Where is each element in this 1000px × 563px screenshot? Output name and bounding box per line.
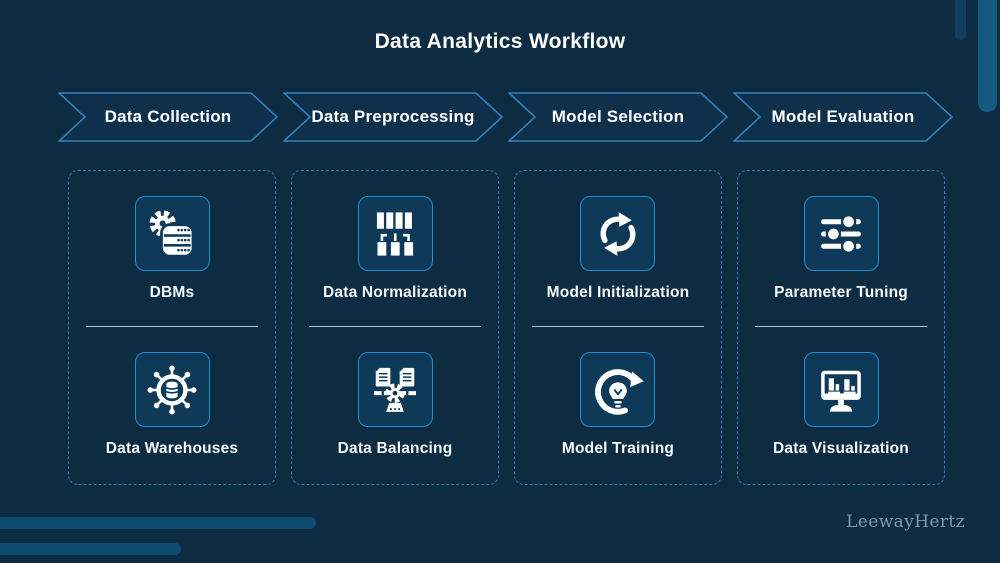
icon-tile	[580, 196, 656, 271]
stage-chevron-model-evaluation: Model Evaluation	[733, 92, 953, 142]
stage-label: Model Selection	[551, 107, 685, 126]
chevron-arrow-shape	[733, 92, 953, 142]
item-label: Data Warehouses	[105, 440, 239, 457]
card-item: Data Normalization	[323, 196, 467, 302]
brand-logo-text: LeewayHertz	[846, 512, 965, 532]
icon-tile	[134, 352, 210, 427]
card-item: DBMs	[134, 196, 210, 302]
item-label: Data Normalization	[323, 284, 467, 301]
model-initialization-icon	[600, 211, 636, 256]
model-training-icon	[595, 368, 644, 415]
icon-tile	[357, 196, 433, 271]
card-divider	[309, 326, 481, 327]
dbms-icon	[149, 209, 195, 258]
data-warehouses-icon	[147, 365, 197, 414]
data-normalization-icon	[376, 211, 414, 256]
icon-tile	[580, 352, 656, 427]
item-label: Parameter Tuning	[774, 284, 908, 301]
icon-tile	[803, 196, 879, 271]
stage-chevron-data-preprocessing: Data Preprocessing	[283, 92, 503, 142]
item-label: Model Training	[561, 440, 675, 457]
card-item: Data Warehouses	[106, 352, 239, 458]
icon-tile	[357, 352, 433, 427]
card-item: Data Balancing	[338, 352, 453, 458]
card-divider	[86, 326, 258, 327]
chevron-arrow-shape	[508, 92, 728, 142]
chevron-arrow-shape	[58, 92, 278, 142]
decor-bar-top-right-wide	[978, 0, 997, 112]
stage-card-model-evaluation: Parameter Tuning Data Visualization	[737, 170, 945, 485]
decor-bar-top-right-thin	[955, 0, 966, 40]
item-label: Data Balancing	[337, 440, 453, 457]
stage-chevron-data-collection: Data Collection	[58, 92, 278, 142]
card-item: Model Initialization	[547, 196, 690, 302]
stage-card-data-collection: DBMs	[68, 170, 276, 485]
stage-label: Model Evaluation	[771, 107, 915, 126]
decor-bar-bottom-left-long	[0, 517, 316, 529]
card-divider	[755, 326, 927, 327]
stage-label: Data Collection	[104, 107, 232, 126]
card-item: Parameter Tuning	[774, 196, 908, 302]
icon-tile	[134, 196, 210, 271]
item-label: DBMs	[149, 284, 195, 301]
item-label: Data Visualization	[773, 440, 909, 457]
card-item: Data Visualization	[773, 352, 909, 458]
stage-card-model-selection: Model Initialization Model Training	[514, 170, 722, 485]
icon-tile	[803, 352, 879, 427]
data-visualization-icon	[821, 370, 861, 412]
stage-chevron-model-selection: Model Selection	[508, 92, 728, 142]
data-balancing-icon	[374, 367, 416, 412]
chevron-arrow-shape	[283, 92, 503, 142]
item-label: Model Initialization	[546, 284, 690, 301]
stage-card-data-preprocessing: Data Normalization	[291, 170, 499, 485]
card-item: Model Training	[562, 352, 674, 458]
page-title: Data Analytics Workflow	[374, 30, 626, 53]
parameter-tuning-icon	[821, 213, 861, 254]
decor-bar-bottom-left-short	[0, 543, 181, 555]
card-divider	[532, 326, 704, 327]
stage-label: Data Preprocessing	[311, 107, 475, 126]
